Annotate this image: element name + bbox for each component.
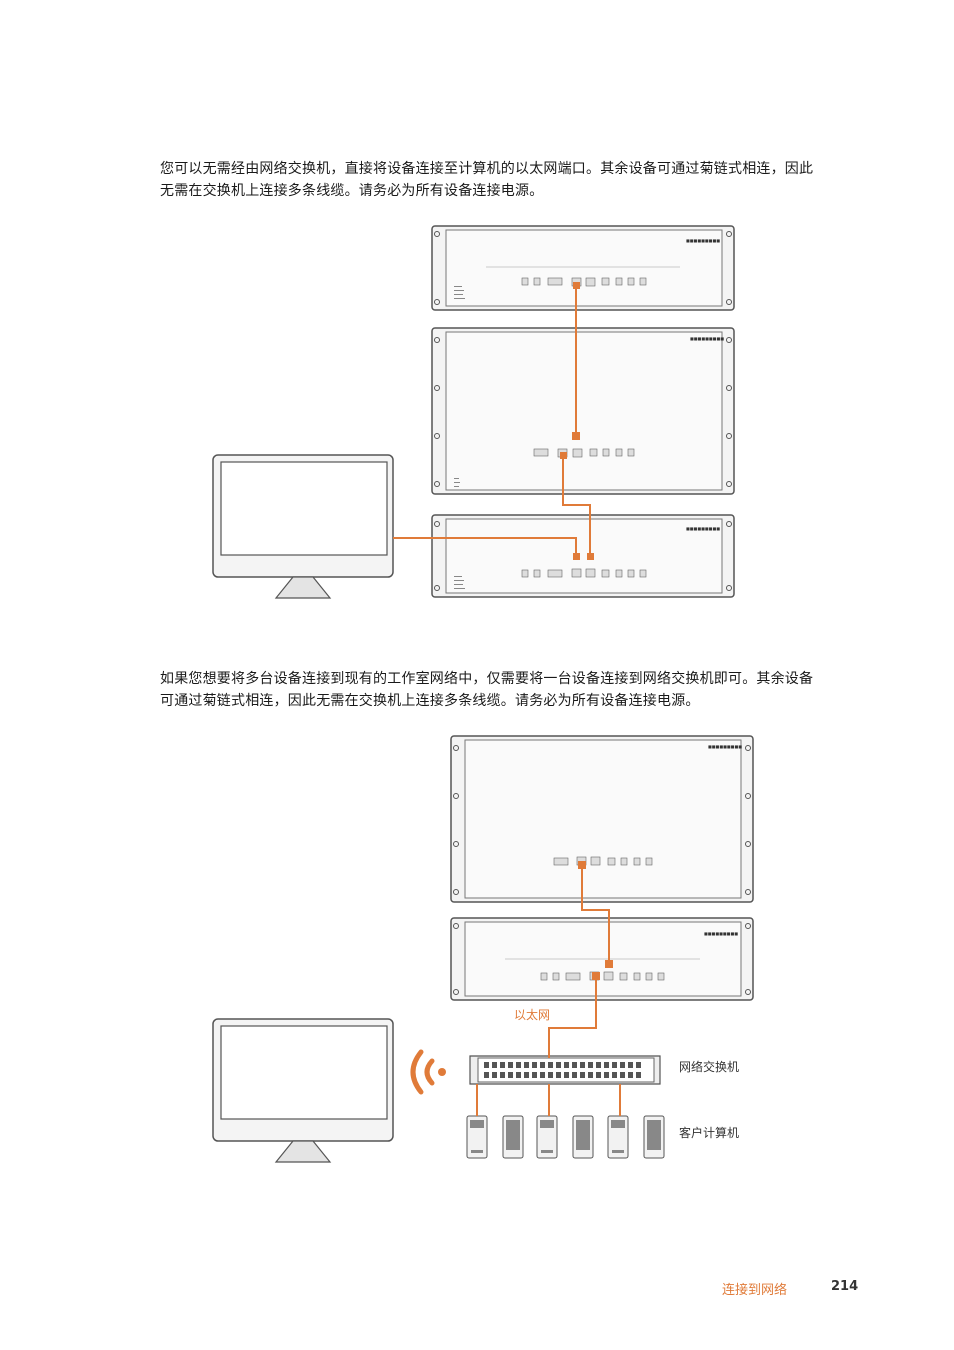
network-switch-label: 网络交换机 — [679, 1060, 740, 1074]
network-switch — [469, 1055, 661, 1085]
rack-unit-upper: ■■■■■■■■■ — [450, 735, 754, 903]
wifi-icon — [410, 1049, 446, 1095]
client-tower — [572, 1115, 594, 1159]
svg-text:■■■■■■■■■: ■■■■■■■■■ — [708, 744, 742, 749]
client-computers — [466, 1115, 665, 1159]
computer-monitor — [212, 1018, 394, 1163]
intro-paragraph-direct: 您可以无需经由网络交换机，直接将设备连接至计算机的以太网端口。其余设备可通过菊链… — [160, 161, 814, 199]
computer-monitor — [212, 454, 394, 599]
intro-paragraph-network: 如果您想要将多台设备连接到现有的工作室网络中，仅需要将一台设备连接到网络交换机即… — [160, 671, 814, 709]
rack-unit-middle: ■■■■■■■■■ — [431, 327, 735, 495]
ethernet-label: 以太网 — [514, 1008, 551, 1022]
network-switch-diagram: ■■■■■■■■■ ■■■■■■■■■ — [212, 735, 754, 1163]
svg-text:■■■■■■■■■: ■■■■■■■■■ — [704, 931, 738, 936]
footer-section-title: 连接到网络 — [722, 1283, 788, 1298]
direct-connection-diagram: ■■■■■■■■■ ■■■■■■■■■ ■■■■■■■■■ — [212, 225, 735, 599]
svg-text:■■■■■■■■■: ■■■■■■■■■ — [686, 526, 720, 531]
ethernet-cables — [393, 286, 591, 557]
client-tower — [643, 1115, 665, 1159]
rack-unit-bottom: ■■■■■■■■■ — [431, 514, 735, 598]
rack-unit-lower: ■■■■■■■■■ — [450, 917, 754, 1001]
ethernet-cables — [476, 865, 621, 1116]
client-tower — [466, 1115, 488, 1159]
client-computers-label: 客户计算机 — [679, 1126, 740, 1140]
rack-unit-top: ■■■■■■■■■ — [431, 225, 735, 311]
svg-text:■■■■■■■■■: ■■■■■■■■■ — [686, 238, 720, 243]
svg-text:■■■■■■■■■: ■■■■■■■■■ — [690, 336, 724, 341]
client-tower — [502, 1115, 524, 1159]
client-tower — [607, 1115, 629, 1159]
page-number: 214 — [831, 1279, 859, 1294]
client-tower — [536, 1115, 558, 1159]
